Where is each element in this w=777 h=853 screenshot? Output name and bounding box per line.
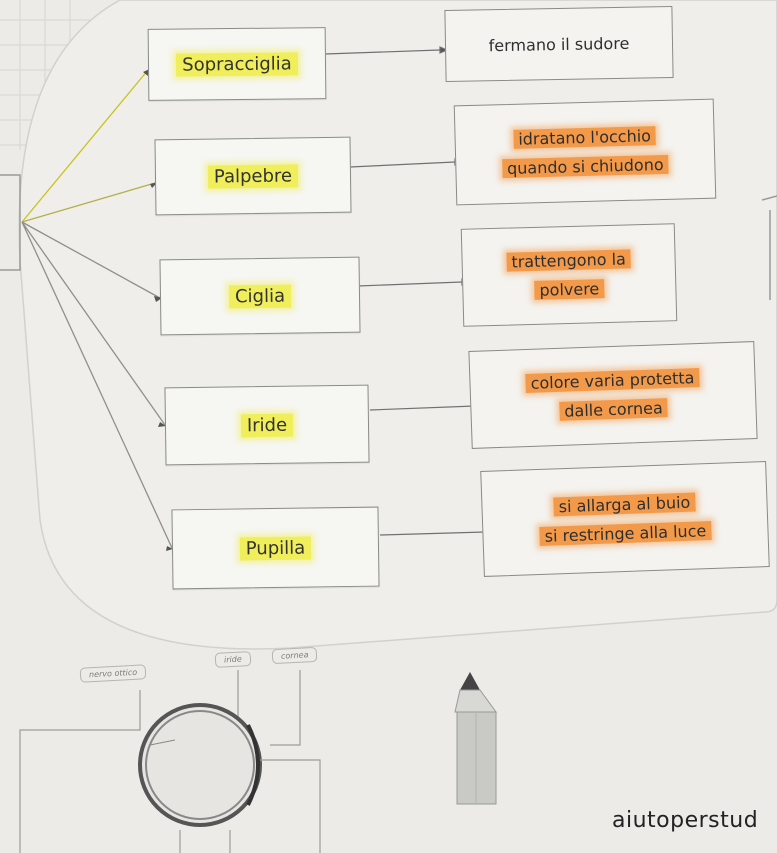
desc-box-palpebre: idratano l'occhio quando si chiudono bbox=[453, 98, 717, 206]
term-box-ciglia: Ciglia bbox=[159, 256, 361, 336]
desc-box-sopracciglia: fermano il sudore bbox=[444, 6, 674, 82]
term-box-palpebre: Palpebre bbox=[154, 136, 352, 216]
desc-line: fermano il sudore bbox=[488, 33, 630, 55]
watermark-text: aiutoperstud bbox=[612, 808, 759, 833]
desc-line: trattengono la bbox=[506, 249, 632, 272]
term-box-pupilla: Pupilla bbox=[171, 506, 380, 590]
label-iris: iride bbox=[214, 651, 252, 668]
label-cornea: cornea bbox=[271, 646, 318, 665]
term-box-iride: Iride bbox=[164, 384, 370, 466]
desc-box-pupilla: si allarga al buio si restringe alla luc… bbox=[480, 461, 770, 577]
pencil-drawing bbox=[454, 672, 497, 805]
desc-line: dalle cornea bbox=[558, 398, 669, 421]
term-label: Palpebre bbox=[207, 163, 299, 189]
desc-line: si restringe alla luce bbox=[539, 521, 712, 546]
term-label: Sopracciglia bbox=[176, 51, 298, 77]
term-label: Pupilla bbox=[239, 536, 312, 560]
term-label: Iride bbox=[240, 413, 294, 437]
desc-box-ciglia: trattengono la polvere bbox=[460, 223, 678, 327]
eye-diagram bbox=[19, 670, 321, 853]
term-label: Ciglia bbox=[228, 284, 292, 308]
desc-box-iride: colore varia protetta dalle cornea bbox=[468, 341, 758, 449]
term-box-sopracciglia: Sopracciglia bbox=[147, 27, 327, 101]
desc-line: quando si chiudono bbox=[501, 154, 669, 179]
connector-lines bbox=[21, 69, 173, 549]
desc-line: colore varia protetta bbox=[525, 367, 700, 394]
desc-line: polvere bbox=[534, 279, 605, 300]
desc-line: si allarga al buio bbox=[553, 492, 696, 517]
desc-line: idratano l'occhio bbox=[513, 126, 657, 149]
